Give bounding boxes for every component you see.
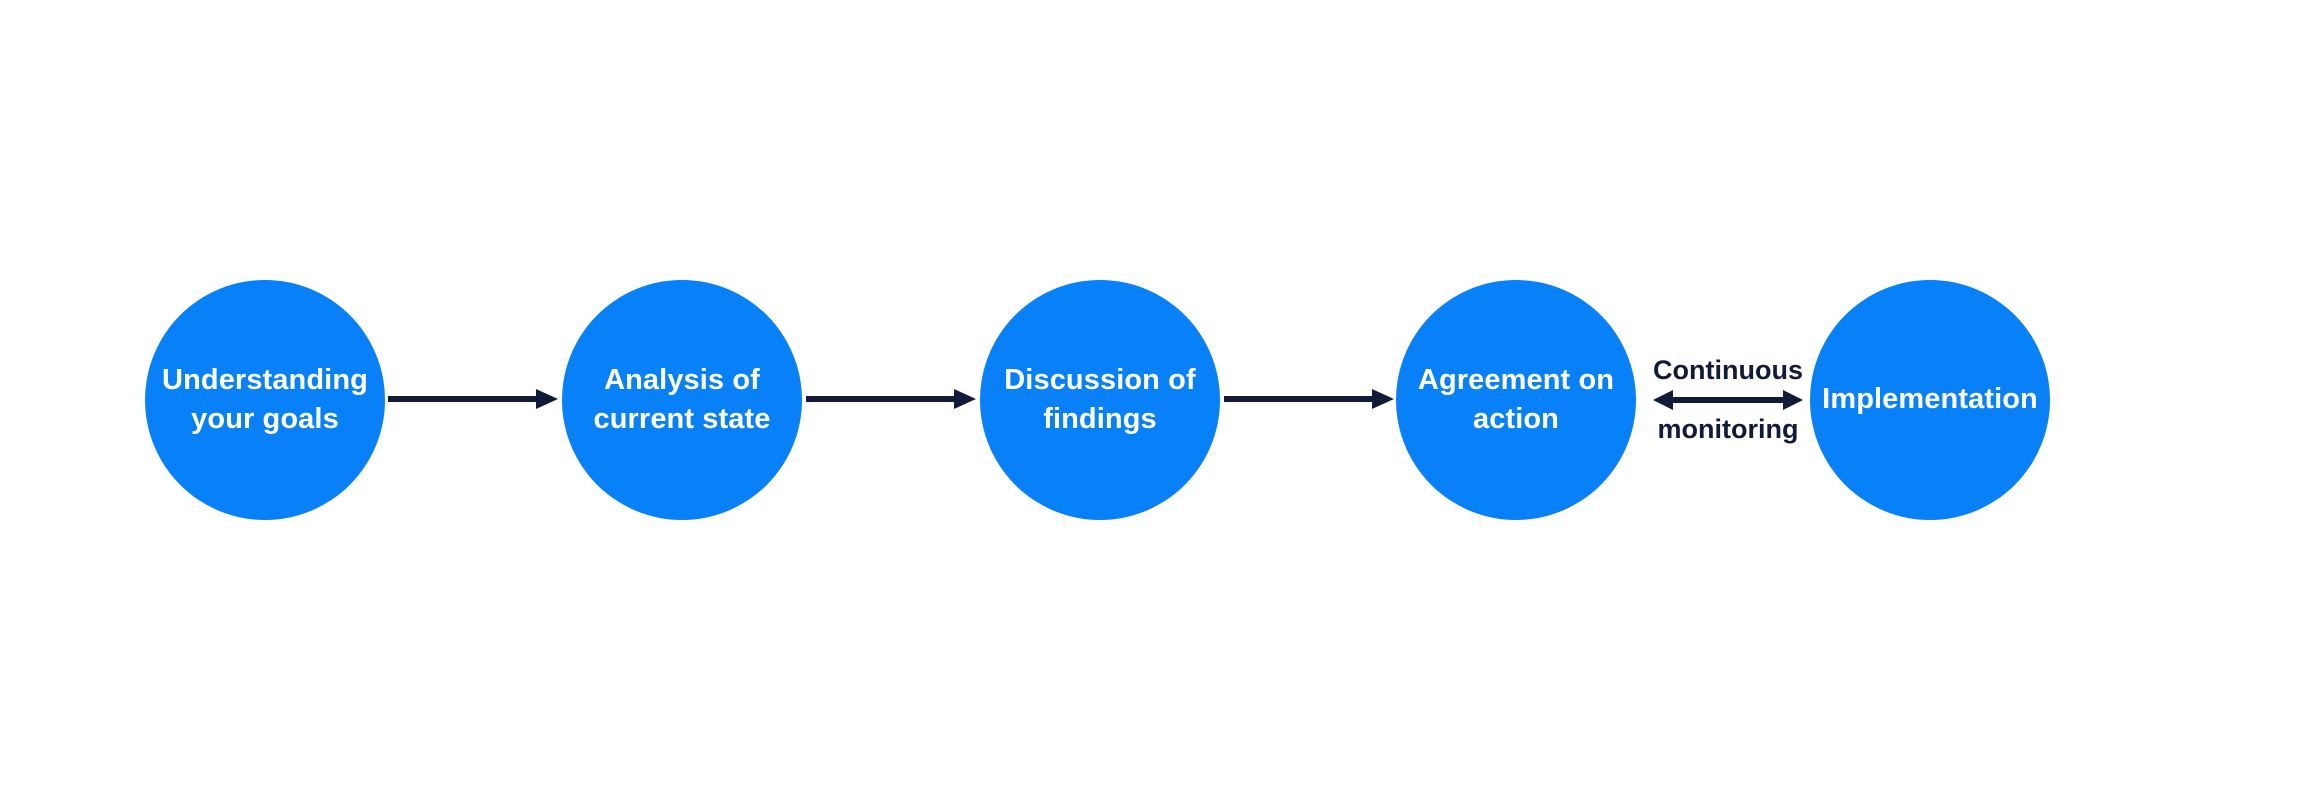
connector-arrow-2 (806, 386, 976, 412)
node-discussion-of-findings[interactable]: Discussion of findings (980, 280, 1220, 520)
continuous-monitoring-label-line-2: monitoring (1657, 414, 1799, 444)
connector-arrow-3 (1224, 386, 1394, 412)
node-label-analysis-of-current-state: Analysis of current state (593, 363, 771, 435)
node-label-agreement-on-action: Agreement on action (1417, 363, 1615, 435)
node-agreement-on-action[interactable]: Agreement on action (1396, 280, 1636, 520)
node-label-discussion-of-findings: Discussion of findings (1004, 363, 1196, 435)
connector-arrow-4-continuous-monitoring: Continuous monitoring (1640, 340, 1816, 460)
node-label-understanding-your-goals: Understanding your goals (162, 363, 368, 435)
node-implementation[interactable]: Implementation (1810, 280, 2050, 520)
continuous-monitoring-label-line-1: Continuous (1653, 355, 1803, 385)
node-label-implementation: Implementation (1822, 383, 2038, 416)
node-understanding-your-goals[interactable]: Understanding your goals (145, 280, 385, 520)
connector-arrow-1 (388, 386, 558, 412)
node-analysis-of-current-state[interactable]: Analysis of current state (562, 280, 802, 520)
bidirectional-arrow-icon (1653, 390, 1803, 410)
